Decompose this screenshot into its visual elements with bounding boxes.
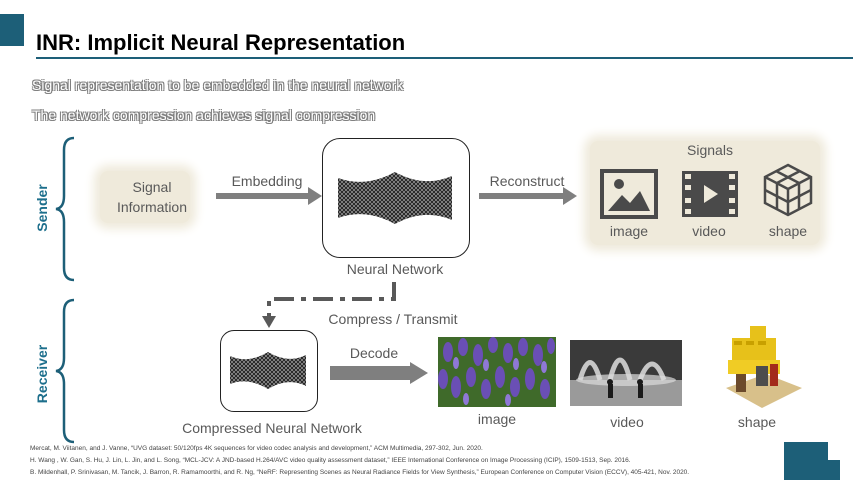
- receiver-brace: [55, 298, 75, 444]
- decode-arrow: [330, 362, 428, 384]
- reference-1: Mercat, M. Viitanen, and J. Vanne, “UVG …: [30, 445, 483, 452]
- output-image-photo: [438, 337, 556, 407]
- title-underline: [36, 57, 853, 59]
- compress-arrow: [262, 282, 396, 328]
- corner-square-right: [784, 442, 828, 480]
- image-icon: [600, 169, 658, 219]
- sender-brace: [55, 136, 75, 282]
- shape-icon: [763, 163, 813, 217]
- compressed-network-graphic: [230, 352, 306, 389]
- signals-title: Signals: [687, 142, 733, 158]
- embedding-label: Embedding: [231, 173, 303, 189]
- output-video-frame: [570, 340, 682, 406]
- reconstruct-label: Reconstruct: [489, 173, 565, 189]
- neural-network-graphic: [338, 172, 452, 224]
- output-label-video: video: [610, 414, 644, 430]
- embedding-arrow: [216, 187, 322, 205]
- decode-label: Decode: [349, 345, 399, 361]
- receiver-label: Receiver: [34, 344, 50, 404]
- signal-label-image: image: [609, 223, 649, 239]
- reference-2: H. Wang , W. Gan, S. Hu, J. Lin, L. Jin,…: [30, 457, 631, 464]
- signal-label-shape: shape: [768, 223, 808, 239]
- signal-label-video: video: [692, 223, 726, 239]
- title-accent-square: [0, 14, 24, 46]
- video-icon: [682, 171, 738, 217]
- reconstruct-arrow: [479, 187, 577, 205]
- bullet-1: Signal representation to be embedded in …: [32, 77, 404, 93]
- neural-network-label: Neural Network: [346, 261, 444, 277]
- signal-information-box: [100, 171, 190, 223]
- compressed-network-label: Compressed Neural Network: [182, 420, 362, 436]
- signal-information-label: Signal Information: [116, 179, 188, 215]
- compress-transmit-label: Compress / Transmit: [328, 311, 458, 327]
- sender-label: Sender: [34, 184, 50, 232]
- page-title: INR: Implicit Neural Representation: [36, 30, 406, 55]
- reference-3: B. Mildenhall, P. Srinivasan, M. Tancik,…: [30, 469, 690, 476]
- output-label-shape: shape: [737, 414, 777, 430]
- bullet-2: The network compression achieves signal …: [32, 107, 376, 123]
- output-label-image: image: [477, 411, 517, 427]
- output-shape-render: [706, 318, 804, 414]
